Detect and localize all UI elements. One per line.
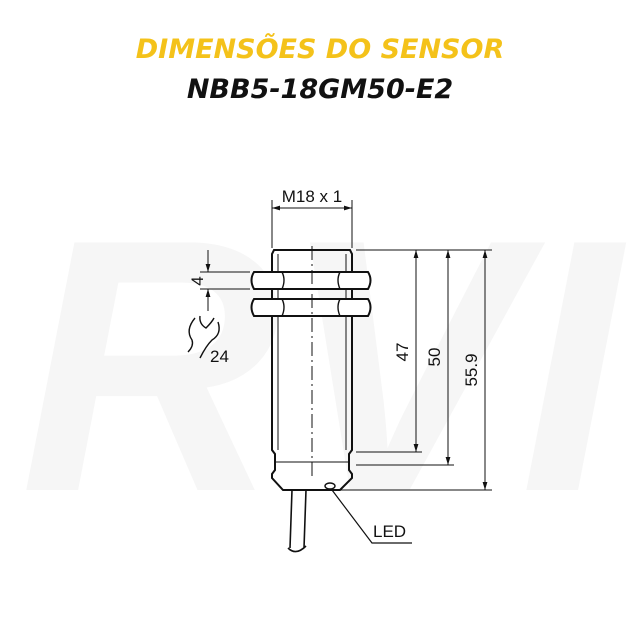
led-leader — [331, 489, 412, 544]
watermark: RVI — [20, 165, 627, 567]
nut-lower — [250, 298, 372, 317]
page-title: DIMENSÕES DO SENSOR — [135, 34, 505, 65]
nut-thickness-label: 4 — [188, 276, 207, 285]
dim-47: 47 — [393, 343, 412, 362]
model-number: NBB5-18GM50-E2 — [186, 74, 454, 105]
wrench-size-label: 24 — [210, 347, 229, 366]
cable — [287, 489, 307, 553]
dim-55-9: 55.9 — [462, 353, 481, 386]
nut-upper — [250, 271, 372, 290]
led-label: LED — [373, 522, 406, 541]
dim-50: 50 — [425, 348, 444, 367]
thread-label: M18 x 1 — [282, 187, 342, 206]
wrench-icon — [187, 315, 220, 359]
